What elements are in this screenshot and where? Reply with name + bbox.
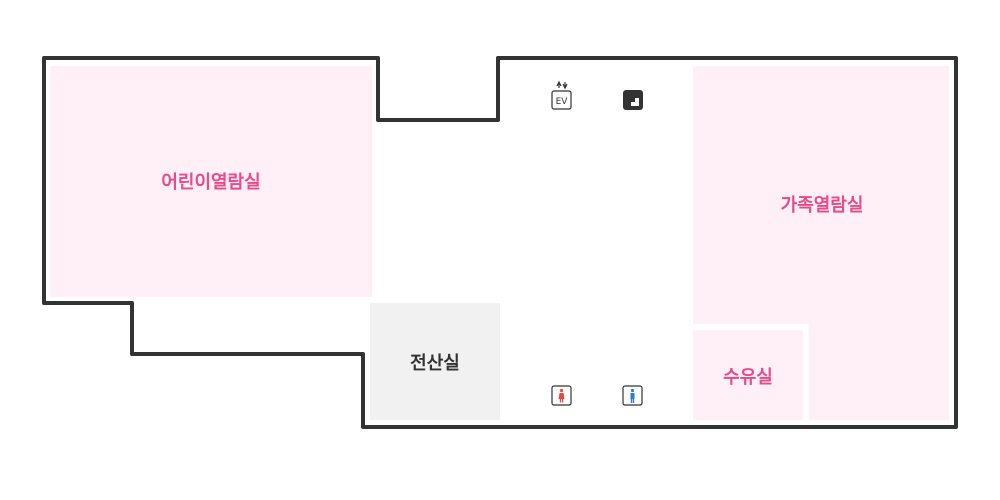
family-reading-room-area[interactable] xyxy=(693,66,949,324)
family-reading-room-label: 가족열람실 xyxy=(780,195,864,216)
children-reading-room-label: 어린이열람실 xyxy=(161,172,261,193)
female-restroom-icon xyxy=(551,385,572,406)
elevator-icon: EV xyxy=(551,80,572,110)
outer-wall xyxy=(42,56,958,429)
male-restroom-icon xyxy=(622,385,643,406)
nursing-room-label: 수유실 xyxy=(723,367,773,388)
computer-room-label: 전산실 xyxy=(410,353,460,374)
computer-room-area[interactable] xyxy=(370,303,500,420)
children-reading-room-area[interactable] xyxy=(50,66,372,297)
family-reading-room-area-lower xyxy=(808,324,949,420)
elevator-label: EV xyxy=(556,97,569,107)
nursing-room-wall xyxy=(693,324,809,420)
stairs-icon xyxy=(623,90,643,110)
nursing-room-area[interactable] xyxy=(693,330,803,420)
